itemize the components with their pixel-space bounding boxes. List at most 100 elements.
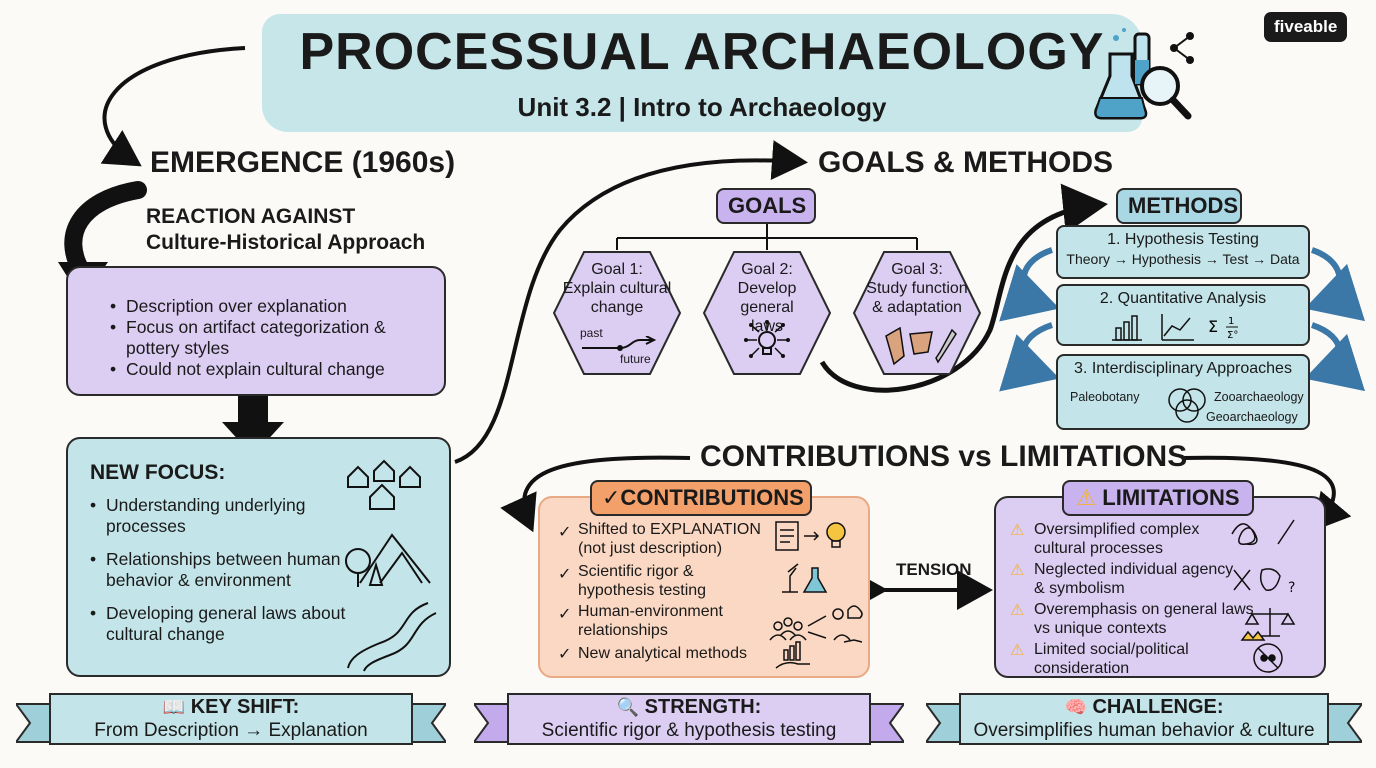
- microscope-flask-icon: [782, 563, 828, 593]
- challenge-text: Oversimplifies human behavior & culture: [973, 720, 1315, 741]
- goal-2-hex: Goal 2: Develop general laws: [702, 248, 832, 378]
- method-title: 2. Quantitative Analysis: [1099, 290, 1267, 307]
- warning-icon: ⚠: [1076, 485, 1097, 510]
- past-label: past: [580, 326, 603, 340]
- challenge-ribbon: 🧠 CHALLENGE: Oversimplifies human behavi…: [926, 690, 1362, 746]
- limitation-item: Limited social/political consideration: [1034, 641, 1189, 677]
- old-approach-list: Description over explanation Focus on ar…: [108, 296, 428, 380]
- method-interdisciplinary: 3. Interdisciplinary Approaches Paleobot…: [1056, 354, 1310, 430]
- village-icon: [347, 459, 421, 510]
- strength-text: Scientific rigor & hypothesis testing: [541, 720, 837, 741]
- method-detail: Theory → Hypothesis → Test → Data: [1066, 251, 1300, 267]
- arrow-title-to-emergence: [100, 46, 246, 167]
- field-geoarchaeology: Geoarchaeology: [1206, 410, 1298, 424]
- list-item: Developing general laws about cultural c…: [88, 603, 358, 645]
- page-title: PROCESSUAL ARCHAEOLOGY: [299, 23, 1105, 81]
- method-hypothesis-testing: 1. Hypothesis Testing Theory → Hypothesi…: [1056, 225, 1310, 279]
- emergence-heading: EMERGENCE (1960s): [150, 146, 456, 179]
- charts-formula-icon: Σ 1 Σ°: [1112, 314, 1238, 341]
- goal-3-hex: Goal 3: Study function & adaptation: [852, 248, 982, 378]
- new-focus-title: NEW FOCUS:: [90, 461, 226, 484]
- goal-title: Goal 3:: [891, 261, 943, 278]
- lightbulb-network-icon: [744, 320, 790, 358]
- svg-text:Σ°: Σ°: [1227, 330, 1238, 341]
- artifacts-icon: [885, 326, 957, 366]
- goal-1-text: Goal 1: Explain cultural change: [552, 260, 682, 317]
- goals-tree-lines: [616, 220, 918, 250]
- old-approach-box: Description over explanation Focus on ar…: [66, 266, 446, 396]
- limitation-item: Overemphasis on general laws vs unique c…: [1034, 601, 1254, 637]
- key-shift-ribbon: 📖 KEY SHIFT: From Description → Explanat…: [16, 690, 446, 746]
- svg-text:Σ: Σ: [1208, 317, 1218, 336]
- page-subtitle: Unit 3.2 | Intro to Archaeology: [517, 92, 887, 122]
- limitations-label: ⚠ LIMITATIONS: [1062, 480, 1254, 516]
- mountains-icon: [345, 533, 431, 587]
- flask-magnifier-small-icon: 🔍: [616, 697, 640, 717]
- landscape-icons: [345, 459, 437, 672]
- masks-icon: ?: [1233, 568, 1295, 596]
- contribution-item: Shifted to EXPLANATION (not just descrip…: [578, 521, 761, 557]
- list-item: Could not explain cultural change: [108, 359, 428, 380]
- document-lightbulb-icon: [775, 521, 846, 551]
- venn-diagram-icon: [1168, 388, 1206, 423]
- key-shift-text: From Description → Explanation: [94, 720, 368, 741]
- goal-desc: Study function & adaptation: [866, 280, 968, 316]
- fiveable-logo[interactable]: fiveable: [1264, 12, 1348, 42]
- limitation-item: Oversimplified complex cultural processe…: [1034, 521, 1200, 557]
- goal-title: Goal 2:: [741, 261, 793, 278]
- book-icon: 📖: [162, 697, 186, 717]
- method-title: 1. Hypothesis Testing: [1107, 231, 1259, 248]
- ribbon-shape: [926, 693, 1362, 745]
- culture-historical-label: Culture-Historical Approach: [146, 231, 426, 254]
- contribution-item: Human-environment relationships: [578, 603, 723, 639]
- limitation-icons: ?: [1231, 519, 1296, 673]
- method-title: 3. Interdisciplinary Approaches: [1074, 360, 1292, 377]
- field-paleobotany: Paleobotany: [1070, 390, 1140, 404]
- contributions-label: ✓CONTRIBUTIONS: [590, 480, 812, 516]
- limitation-item: Neglected individual agency & symbolism: [1034, 561, 1234, 597]
- list-item: Focus on artifact categorization & potte…: [108, 317, 428, 359]
- contribution-item: New analytical methods: [578, 645, 747, 662]
- goal-2-text: Goal 2: Develop general laws: [702, 260, 832, 336]
- ribbon-shape: [16, 693, 446, 745]
- limitations-box: ⚠ Oversimplified complex cultural proces…: [994, 496, 1326, 678]
- method-arrow-right-2: [1304, 322, 1366, 392]
- timeline-arrow-icon: [582, 336, 657, 351]
- list-item: Description over explanation: [108, 296, 428, 317]
- field-zooarchaeology: Zooarchaeology: [1214, 390, 1304, 404]
- new-focus-box: NEW FOCUS: Understanding underlying proc…: [66, 437, 451, 677]
- method-arrow-right-1: [1304, 247, 1366, 322]
- scales-icon: [1244, 608, 1296, 637]
- list-item: Relationships between human behavior & e…: [88, 549, 358, 591]
- tangle-icon: [1231, 519, 1295, 546]
- goal-3-text: Goal 3: Study function & adaptation: [852, 260, 982, 317]
- ribbon-shape: [474, 693, 904, 745]
- contribution-item: Scientific rigor & hypothesis testing: [578, 563, 707, 599]
- reaction-against-label: REACTION AGAINST: [146, 205, 356, 228]
- method-arrow-left-2: [999, 322, 1060, 392]
- river-icon: [347, 602, 437, 672]
- no-crowd-icon: [1240, 630, 1283, 673]
- svg-text:1: 1: [1228, 316, 1234, 327]
- method-arrow-left-1: [999, 247, 1060, 322]
- title-banner: [262, 14, 1142, 132]
- new-focus-list: Understanding underlying processes Relat…: [88, 495, 358, 645]
- arrow-emergence-reaction: [64, 181, 147, 281]
- goals-label: GOALS: [716, 188, 816, 224]
- method-quantitative-analysis: 2. Quantitative Analysis Σ 1 Σ°: [1056, 284, 1310, 346]
- limitations-label-text: LIMITATIONS: [1102, 485, 1240, 510]
- strength-ribbon: 🔍 STRENGTH: Scientific rigor & hypothesi…: [474, 690, 904, 746]
- tension-label: TENSION: [896, 560, 972, 579]
- goal-title: Goal 1:: [591, 261, 643, 278]
- hexagon-shape: [702, 251, 832, 375]
- goals-methods-heading: GOALS & METHODS: [818, 146, 1114, 179]
- challenge-title: 🧠 CHALLENGE:: [1064, 696, 1224, 718]
- methods-label: METHODS: [1116, 188, 1242, 224]
- contributions-box: ✓ Shifted to EXPLANATION (not just descr…: [538, 496, 870, 678]
- arrow-down-shaft: [238, 396, 268, 424]
- goal-1-hex: Goal 1: Explain cultural change past fut…: [552, 248, 682, 378]
- brain-icon: 🧠: [1064, 697, 1087, 717]
- hand-chart-icon: [775, 641, 810, 669]
- people-nature-icon: [769, 605, 863, 643]
- flask-magnifier-icon: [1094, 28, 1194, 120]
